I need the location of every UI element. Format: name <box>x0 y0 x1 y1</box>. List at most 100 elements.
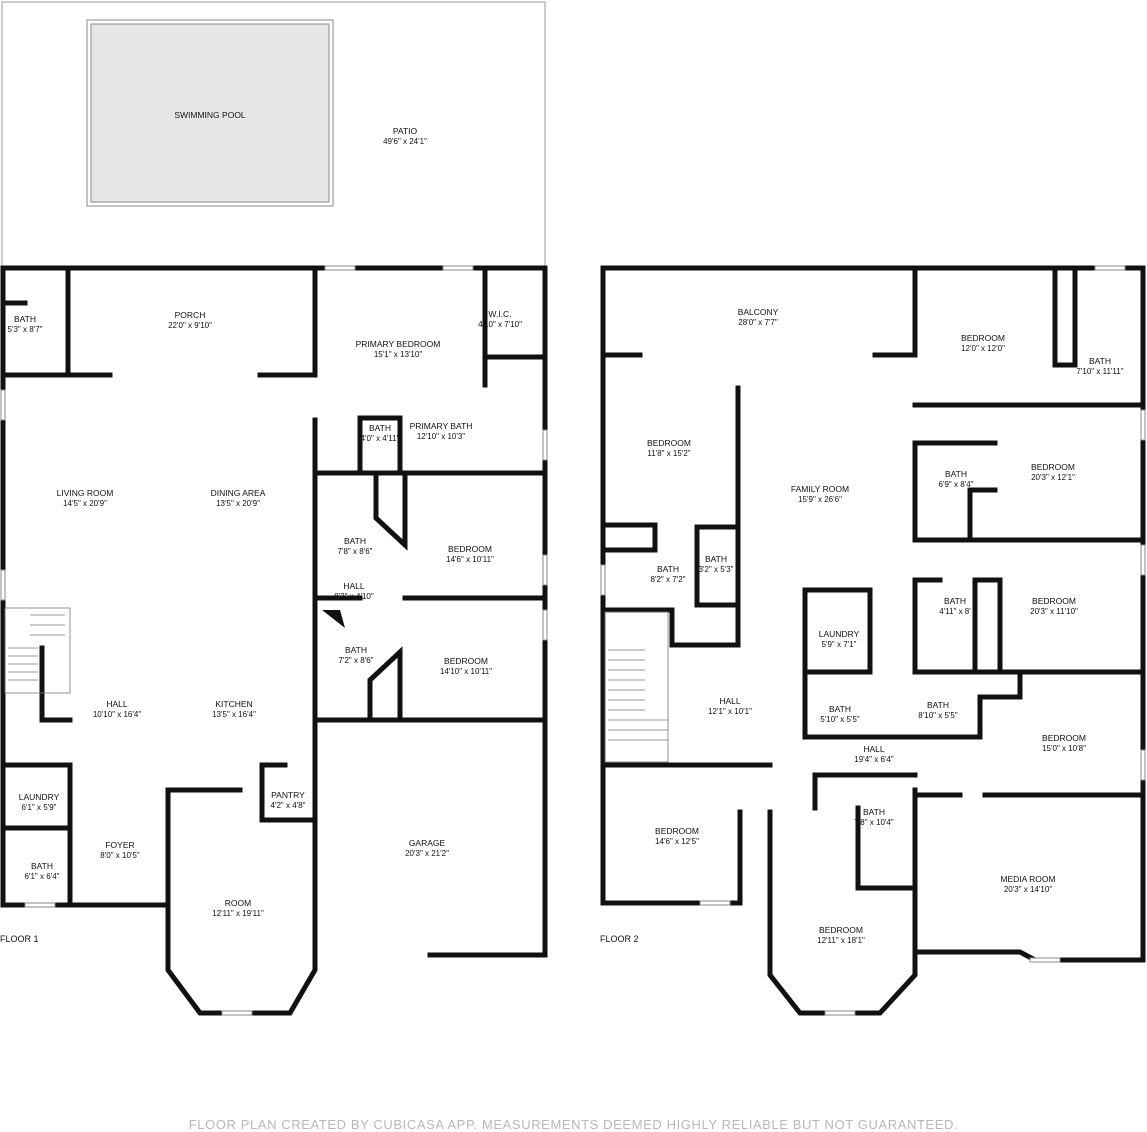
room-name-label: BATH <box>345 645 367 655</box>
room-name-label: BATH <box>829 704 851 714</box>
room-name-label: PRIMARY BATH <box>410 421 473 431</box>
room-name-label: LAUNDRY <box>19 792 60 802</box>
room-dimension-label: 12'10" x 10'3" <box>417 432 465 441</box>
room-dimension-label: 49'6" x 24'1" <box>383 137 427 146</box>
room-dimension-label: 3'2" x 5'3" <box>699 565 734 574</box>
room-name-label: BALCONY <box>738 307 779 317</box>
room-dimension-label: 13'5" x 20'9" <box>216 499 260 508</box>
room-dimension-label: 4'10" x 7'10" <box>478 320 522 329</box>
room-name-label: MEDIA ROOM <box>1000 874 1055 884</box>
room-dimension-label: 14'5" x 20'9" <box>63 499 107 508</box>
room-dimension-label: 5'10" x 5'5" <box>820 715 860 724</box>
room-dimension-label: 12'1" x 10'1" <box>708 707 752 716</box>
room-dimension-label: 11'8" x 15'2" <box>647 449 690 458</box>
laundry-bath-walls <box>802 587 1146 740</box>
room-dimension-label: 20'3" x 11'10" <box>1030 607 1078 616</box>
bedroom-11-8-walls <box>600 385 741 648</box>
room-dimension-label: 4'2" x 4'8" <box>271 801 306 810</box>
floor-1-drawing <box>0 1 548 1016</box>
room-name-label: LIVING ROOM <box>57 488 114 498</box>
room-name-label: GARAGE <box>409 838 446 848</box>
bedroom-12-walls <box>912 265 1146 408</box>
room-name-label: BEDROOM <box>655 826 699 836</box>
room-dimension-label: 19'4" x 6'4" <box>854 755 894 764</box>
bath-7-2-walls <box>367 646 403 723</box>
windows-floor1 <box>0 265 548 1016</box>
room-name-label: BATH <box>657 564 679 574</box>
room-name-label: BATH <box>14 314 36 324</box>
room-dimension-label: 14'6" x 10'11" <box>446 555 494 564</box>
room-name-label: BEDROOM <box>1032 596 1076 606</box>
room-dimension-label: 8'2" x 7'2" <box>651 575 686 584</box>
room-dimension-label: 8'0" x 10'5" <box>100 851 140 860</box>
room-dimension-label: 22'0" x 9'10" <box>168 321 212 330</box>
primary-bath-walls <box>312 415 548 476</box>
room-dimension-label: 4'11" x 8' <box>939 607 971 616</box>
floor-2-label: FLOOR 2 <box>600 934 639 944</box>
room-name-label: DINING AREA <box>211 488 266 498</box>
room-name-label: BEDROOM <box>961 333 1005 343</box>
bath-triangle-mark <box>322 610 345 628</box>
room-name-label: FAMILY ROOM <box>791 484 849 494</box>
stairs-floor2 <box>604 611 669 763</box>
room-name-label: ROOM <box>225 898 251 908</box>
room-name-label: BEDROOM <box>647 438 691 448</box>
pantry-walls <box>165 762 318 823</box>
laundry-walls <box>0 645 73 908</box>
room-dimension-label: 13'5" x 16'4" <box>212 710 256 719</box>
room-name-label: BATH <box>944 596 966 606</box>
room-name-label: BATH <box>31 861 53 871</box>
room-name-label: PATIO <box>393 126 418 136</box>
room-dimension-label: 10'10" x 16'4" <box>93 710 141 719</box>
room-dimension-label: 20'3" x 14'10" <box>1004 885 1052 894</box>
windows-floor2 <box>600 265 1146 1016</box>
room-dimension-label: 20'3" x 12'1" <box>1031 473 1075 482</box>
room-name-label: HALL <box>343 581 365 591</box>
room-dimension-label: 15'9" x 26'6" <box>798 495 842 504</box>
room-dimension-label: 14'6" x 12'5" <box>655 837 699 846</box>
room-dimension-label: 14'10" x 10'11" <box>440 667 492 676</box>
room-dimension-label: 6'1" x 6'4" <box>25 872 60 881</box>
room-dimension-label: 15'0" x 10'8" <box>1042 744 1086 753</box>
floor-2-drawing <box>600 265 1146 1016</box>
room-dimension-label: 20'3" x 21'2" <box>405 849 449 858</box>
room-name-label: KITCHEN <box>215 699 252 709</box>
hall-wall <box>312 265 548 723</box>
room-dimension-label: 7'8" x 10'4" <box>854 818 894 827</box>
room-dimension-label: 12'11" x 19'11" <box>212 909 264 918</box>
bath-6-9-walls <box>912 440 1146 543</box>
room-name-label: SWIMMING POOL <box>174 110 246 120</box>
room-name-label: HALL <box>719 696 741 706</box>
room-dimension-label: 28'0" x 7'7" <box>738 318 778 327</box>
room-name-label: HALL <box>106 699 128 709</box>
bath-3-2-walls <box>694 524 741 608</box>
room-name-label: PANTRY <box>271 790 305 800</box>
room-name-label: BATH <box>705 554 727 564</box>
room-name-label: BATH <box>1089 356 1111 366</box>
room-name-label: W.I.C. <box>488 309 511 319</box>
bath-7-8-walls <box>373 470 408 551</box>
room-dimension-label: 8'3" x 4'10" <box>334 592 374 601</box>
room-dimension-label: 12'0" x 12'0" <box>961 344 1005 353</box>
room-name-label: BATH <box>344 536 366 546</box>
room-name-label: BEDROOM <box>1031 462 1075 472</box>
room-name-label: BEDROOM <box>819 925 863 935</box>
room-dimension-label: 7'10" x 11'11" <box>1076 367 1123 376</box>
room-name-label: HALL <box>863 744 885 754</box>
room-dimension-label: 7'2" x 8'6" <box>339 656 374 665</box>
footer-disclaimer: FLOOR PLAN CREATED BY CUBICASA APP. MEAS… <box>188 1117 959 1132</box>
room-name-label: BATH <box>369 423 391 433</box>
room-dimension-label: 12'11" x 18'1" <box>817 936 865 945</box>
bedroom-14-walls <box>600 762 918 906</box>
room-dimension-label: 6'1" x 5'9" <box>22 803 57 812</box>
room-name-label: FOYER <box>105 840 134 850</box>
pool-inner <box>90 23 330 203</box>
room-name-label: LAUNDRY <box>819 629 860 639</box>
bath1-walls <box>2 265 71 378</box>
room-name-label: PRIMARY BEDROOM <box>356 339 441 349</box>
room-name-label: BEDROOM <box>1042 733 1086 743</box>
room-dimension-label: 6'9" x 8'4" <box>939 480 974 489</box>
bath-4-11-walls <box>912 577 1003 673</box>
